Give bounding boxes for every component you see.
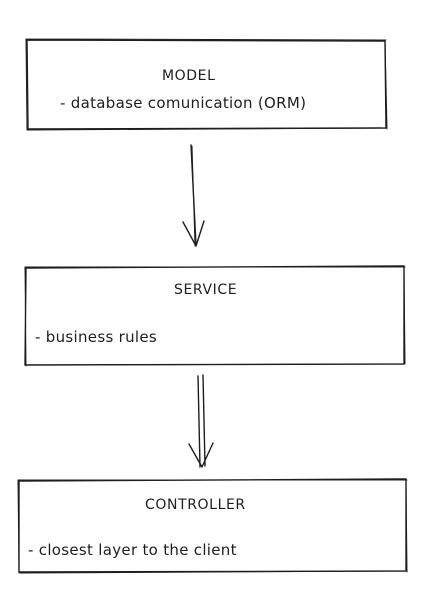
model-description: - database comunication (ORM) (60, 94, 307, 112)
arrow-service-to-controller (188, 374, 214, 468)
service-description: - business rules (35, 328, 158, 346)
model-box (25, 38, 388, 131)
model-title: MODEL (162, 68, 216, 84)
controller-title: CONTROLLER (145, 497, 246, 513)
controller-description: - closest layer to the client (28, 541, 237, 559)
controller-box (17, 478, 408, 574)
service-box (24, 265, 406, 367)
arrow-model-to-service (182, 144, 205, 247)
service-title: SERVICE (174, 282, 238, 298)
